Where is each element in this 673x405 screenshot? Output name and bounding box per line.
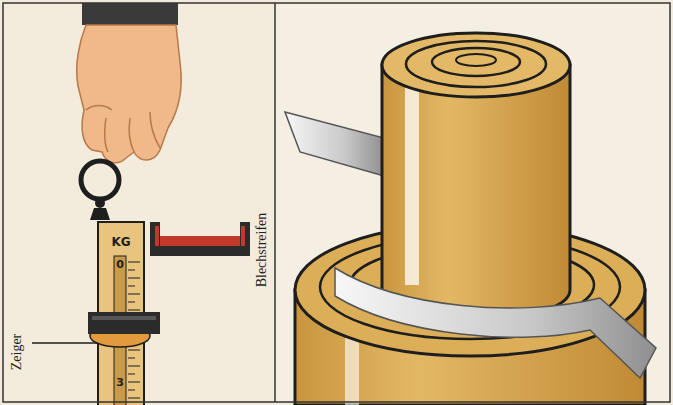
part-label: Zeiger <box>10 334 24 371</box>
frame-part <box>3 3 670 402</box>
hand-part <box>129 118 134 152</box>
coil-cylinder-part <box>456 54 496 66</box>
scale-ring-part <box>90 208 110 220</box>
scale-number: 0 <box>116 259 124 270</box>
hand-part <box>86 106 112 111</box>
u-bracket-part <box>155 226 159 246</box>
frame-part <box>274 3 276 402</box>
u-bracket-part <box>160 236 240 246</box>
metal-strip-front-part <box>335 268 656 378</box>
coil-cylinder-part <box>432 48 520 76</box>
coil-cylinder <box>382 33 570 320</box>
unit-label: KG <box>111 236 130 248</box>
sleeve-part <box>82 3 178 25</box>
scale-ring-part <box>81 161 119 199</box>
u-bracket-part <box>150 222 250 256</box>
coil-cylinder-part <box>406 41 546 87</box>
scale-pointer <box>32 312 160 347</box>
scale-ring <box>81 161 119 220</box>
scale-pointer-part <box>32 342 98 344</box>
frame <box>3 3 670 402</box>
coil-cylinder-part <box>382 33 570 97</box>
scale-number: 3 <box>116 377 124 388</box>
scale-ring-part <box>95 198 105 208</box>
metal-strip-back-part <box>285 112 384 176</box>
scale-pointer-part <box>92 316 156 320</box>
hand-part <box>150 112 160 148</box>
coil-cylinder-part <box>382 65 570 320</box>
hand <box>77 25 182 163</box>
panel-background-part <box>3 3 275 402</box>
u-bracket-part <box>241 226 245 246</box>
part-label: Blechstreifen <box>255 213 269 288</box>
scale-pointer-part <box>88 312 160 334</box>
metal-strip-front <box>335 268 656 378</box>
u-bracket <box>150 222 250 256</box>
sleeve <box>82 3 178 25</box>
hand-part <box>77 25 182 163</box>
coil-cylinder-part <box>405 85 419 285</box>
metal-strip-back <box>285 112 384 176</box>
hand-part <box>105 118 108 152</box>
